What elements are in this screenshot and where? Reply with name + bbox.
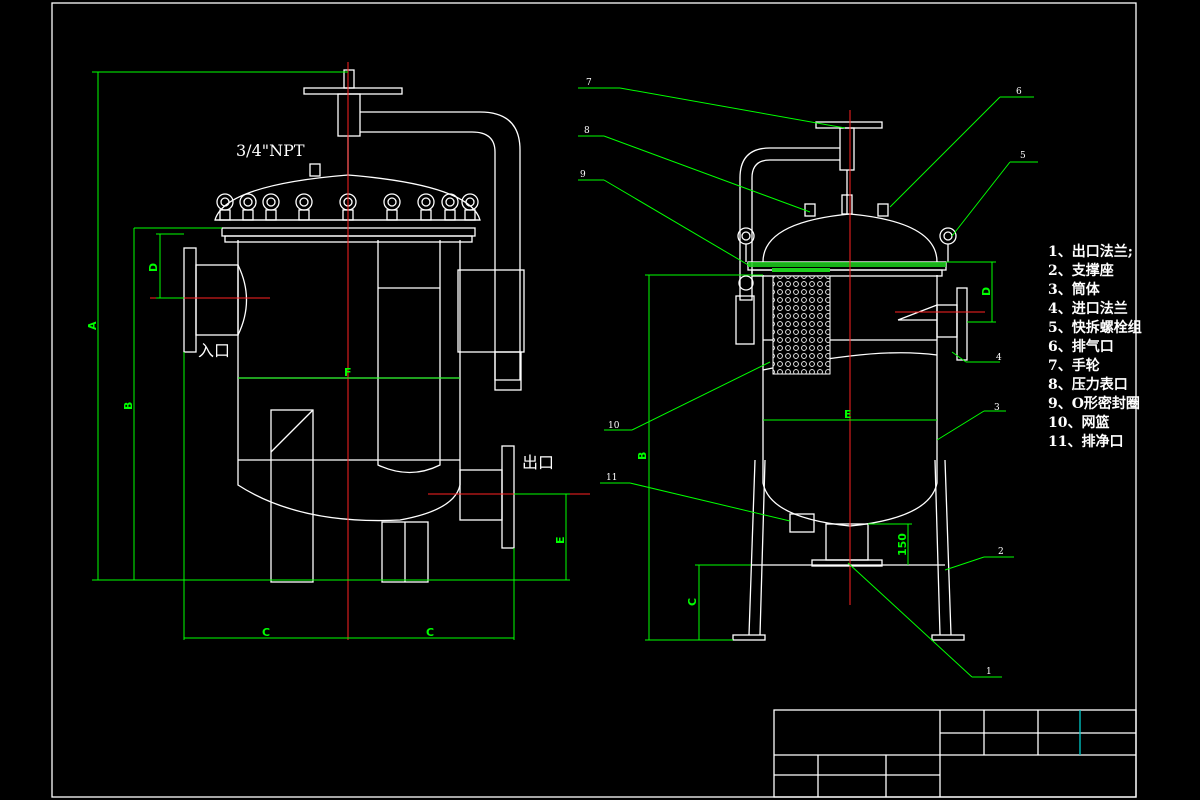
inlet-label: 入口 (198, 341, 230, 360)
legend-item-5: 5、快拆螺栓组 (1048, 319, 1142, 336)
right-dim-150-label: 150 (896, 533, 909, 556)
callout-2: 2 (998, 547, 1004, 557)
parts-legend: 1、出口法兰; 2、支撑座 3、筒体 4、进口法兰 5、快拆螺栓组 6、排气口 … (1048, 243, 1142, 450)
legend-item-4: 4、进口法兰 (1048, 300, 1128, 317)
callout-6: 6 (1016, 87, 1022, 97)
legend-item-1: 1、出口法兰; (1048, 243, 1133, 260)
dim-d-label: D (147, 263, 160, 272)
legend-item-10: 10、网篮 (1048, 414, 1109, 431)
legend-item-9: 9、O形密封圈 (1048, 395, 1140, 412)
dim-f-label: F (344, 366, 352, 379)
dim-a-label: A (86, 321, 99, 330)
left-dimensions (92, 71, 570, 640)
callout-10: 10 (608, 421, 620, 431)
dim-c2-label: C (426, 626, 434, 639)
right-view: 7 8 9 6 5 4 3 2 1 10 11 B C D E 150 (578, 78, 1038, 678)
dim-b-label: B (122, 402, 135, 410)
right-centerlines (849, 110, 985, 605)
legend-item-11: 11、排净口 (1048, 433, 1123, 450)
drawing-border (51, 2, 1137, 798)
dim-c1-label: C (262, 626, 270, 639)
outlet-label: 出口 (522, 453, 554, 472)
callout-4: 4 (996, 353, 1002, 363)
callout-8: 8 (584, 126, 590, 136)
callout-7: 7 (586, 78, 592, 88)
legend-item-3: 3、筒体 (1048, 281, 1101, 298)
left-view: 3/4"NPT 入口 出口 A B D F C C E (86, 62, 590, 640)
callout-leaders (578, 87, 1038, 678)
callout-1: 1 (986, 667, 992, 677)
thread-size-label: 3/4"NPT (236, 141, 305, 160)
right-dim-b-label: B (636, 452, 649, 460)
left-swing-bolts (216, 193, 479, 221)
callout-numbers: 7 8 9 6 5 4 3 2 1 10 11 (580, 78, 1026, 677)
right-dim-d-label: D (980, 287, 993, 296)
legend-item-2: 2、支撑座 (1048, 262, 1114, 279)
dim-e-label: E (554, 536, 567, 544)
legend-item-7: 7、手轮 (1048, 357, 1100, 374)
right-swing-bolts (737, 227, 957, 262)
callout-3: 3 (994, 403, 1000, 413)
right-dim-c-label: C (686, 598, 699, 606)
right-dim-e-label: E (844, 408, 852, 421)
legend-item-8: 8、压力表口 (1048, 376, 1128, 393)
callout-5: 5 (1020, 151, 1026, 161)
o-ring-seal (748, 262, 946, 272)
basket-mesh (772, 275, 831, 375)
callout-11: 11 (606, 473, 617, 483)
title-block (773, 709, 1137, 798)
left-vessel-body (183, 69, 525, 583)
right-dimensions (645, 261, 996, 641)
callout-9: 9 (580, 170, 586, 180)
legend-item-6: 6、排气口 (1048, 338, 1114, 355)
